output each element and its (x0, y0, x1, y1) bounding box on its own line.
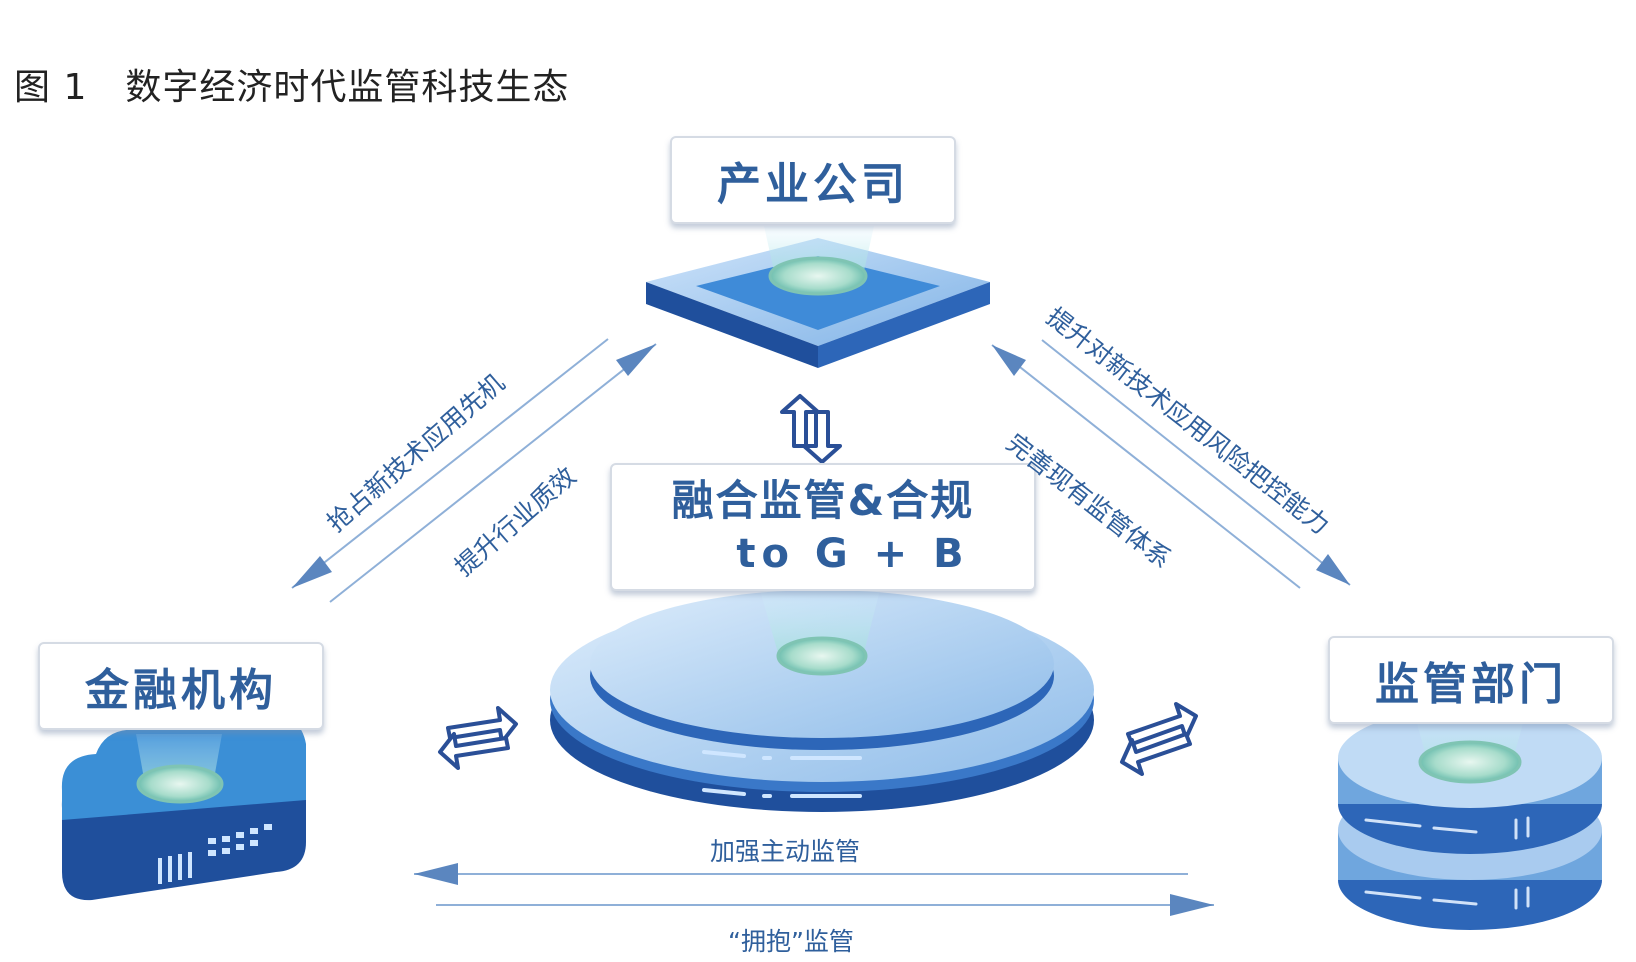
finance-server-illustration (61, 703, 306, 901)
regulator-text: 监管部门 (1375, 659, 1567, 710)
center-label-line1: 融合监管&合规 (671, 475, 975, 525)
industry-platform-illustration (646, 226, 990, 368)
finance-regulator-arrows (414, 863, 1214, 916)
industry-regulator-arrows (991, 339, 1351, 589)
financial-institution-text: 金融机构 (85, 665, 277, 716)
industry-company-label: 产业公司 (670, 136, 956, 224)
center-label-line2: to G + B (736, 531, 970, 578)
regulator-label: 监管部门 (1328, 636, 1614, 724)
flow-label-embrace-supervision: “拥抱”监管 (728, 927, 854, 956)
flow-label-active-supervision: 加强主动监管 (710, 837, 861, 866)
regulator-server-illustration (1338, 708, 1602, 930)
exchange-arrow-left-icon (438, 706, 518, 770)
exchange-arrow-top-icon (780, 394, 842, 464)
exchange-arrow-right-icon (1120, 702, 1198, 776)
industry-company-text: 产业公司 (717, 159, 909, 210)
figure-title-text: 数字经济时代监管科技生态 (125, 67, 570, 108)
center-platform-illustration (550, 590, 1094, 812)
finance-industry-arrows (291, 338, 657, 603)
figure-number: 图 1 (14, 67, 88, 108)
financial-institution-label: 金融机构 (38, 642, 324, 730)
figure-title: 图 1 数字经济时代监管科技生态 (14, 58, 569, 110)
center-platform-label: 融合监管&合规 to G + B (610, 463, 1036, 591)
